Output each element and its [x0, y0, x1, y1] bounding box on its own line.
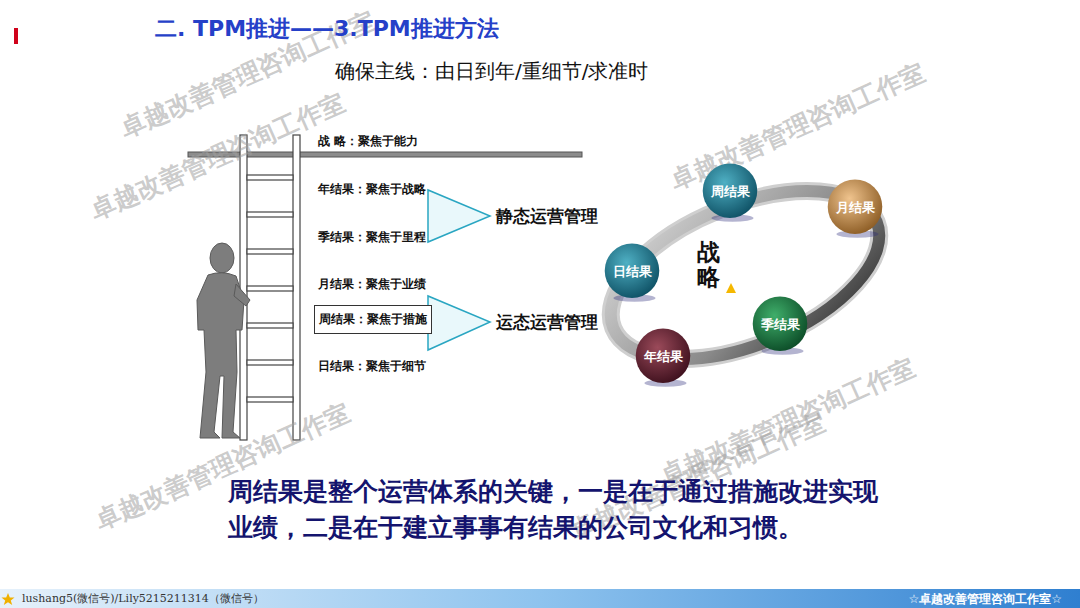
box-text: 周结果：聚焦于措施 [319, 311, 427, 328]
footer-bar [0, 589, 1080, 608]
circle-text: 年结果 [644, 348, 683, 366]
marker-triangle [726, 283, 736, 293]
level-text: 战 略：聚焦于能力 [318, 133, 418, 150]
circle-text: 日结果 [613, 263, 652, 281]
result-circle: 年结果 [632, 326, 694, 388]
result-circle: 季结果 [749, 294, 811, 356]
circle-text: 季结果 [761, 316, 800, 334]
level-text: 日结果：聚焦于细节 [318, 358, 426, 375]
management-label: 运态运营管理 [496, 311, 598, 334]
slide-title: 二. TPM推进——3.TPM推进方法 [155, 14, 499, 44]
watermark: 卓越改善管理咨询工作室 [665, 56, 930, 198]
level-text: 季结果：聚焦于里程 [318, 229, 426, 246]
caption: 周结果是整个运营体系的关键，一是在于通过措施改进实现业绩，二是在于建立事事有结果… [228, 474, 878, 547]
triangle-pointer [428, 190, 490, 242]
person-silhouette [197, 243, 250, 438]
level-box: 周结果：聚焦于措施 [314, 305, 432, 334]
result-circle: 月结果 [824, 177, 886, 239]
subtitle: 确保主线：由日到年/重细节/求准时 [335, 58, 648, 85]
watermark: 卓越改善管理咨询工作室 [85, 86, 350, 228]
title-marker [14, 28, 18, 44]
center-label: 战略 [697, 240, 720, 291]
ladder [240, 135, 300, 440]
management-label: 静态运营管理 [496, 205, 598, 228]
ring-shadow [587, 157, 903, 393]
footer-brand: ☆卓越改善管理咨询工作室☆ [908, 591, 1062, 608]
result-circle: 日结果 [601, 241, 663, 303]
level-text: 月结果：聚焦于业绩 [318, 276, 426, 293]
result-circle: 周结果 [699, 161, 761, 223]
footer-star [2, 593, 15, 605]
circle-text: 月结果 [836, 199, 875, 217]
level-text: 年结果：聚焦于战略 [318, 181, 426, 198]
footer-contact: lushang5(微信号)/Lily5215211314（微信号） [22, 591, 264, 606]
circle-text: 周结果 [711, 183, 750, 201]
triangle-pointer [428, 296, 490, 350]
cycle-ring [587, 157, 903, 393]
